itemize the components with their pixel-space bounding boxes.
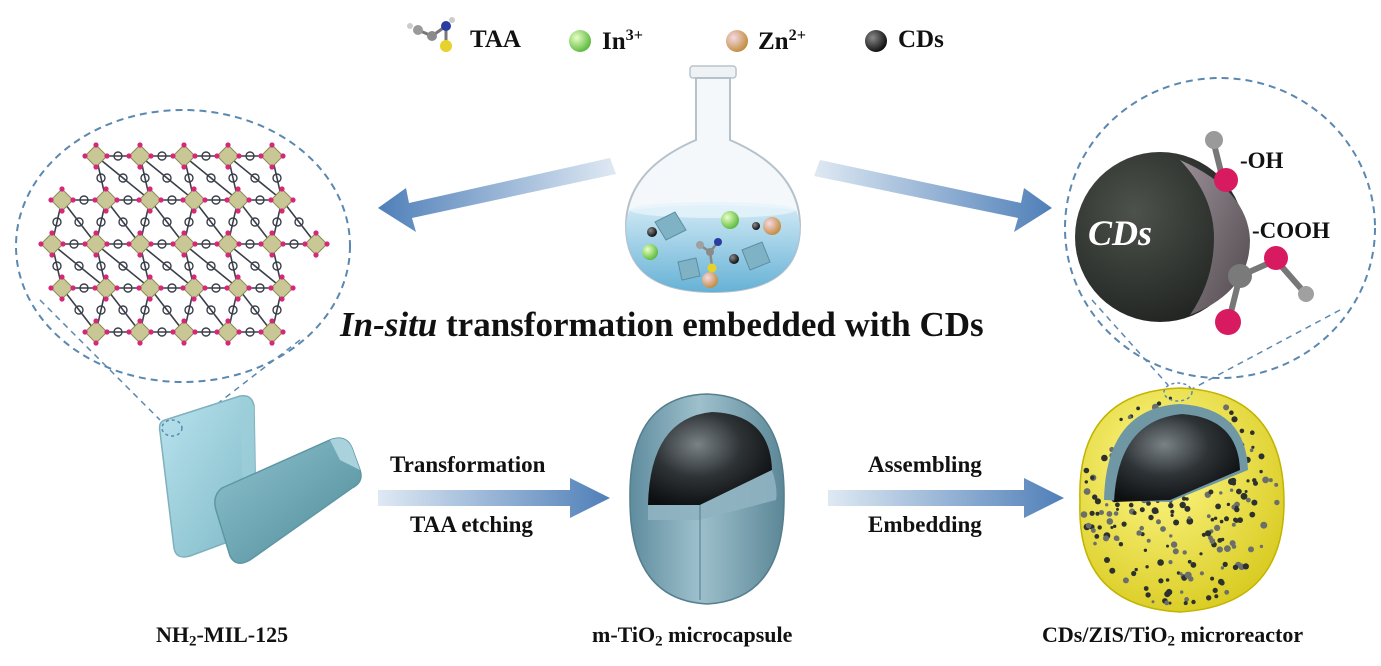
legend-zn-label: Zn2+ bbox=[758, 26, 806, 55]
zn-ion-sphere-icon bbox=[726, 30, 748, 52]
carboxyl-group-icon bbox=[1215, 246, 1314, 335]
arrow-to-mil bbox=[378, 158, 616, 232]
legend-in-label: In3+ bbox=[602, 26, 644, 55]
in-ion-sphere-icon bbox=[569, 30, 591, 52]
transformation-label: Transformation bbox=[390, 452, 546, 477]
cooh-label: -COOH bbox=[1252, 218, 1330, 243]
embedding-label: Embedding bbox=[868, 512, 982, 537]
hydroxyl-group-icon bbox=[1205, 131, 1238, 192]
taa-molecule-icon bbox=[407, 17, 455, 52]
nh2-mil-125-caption: NH2-MIL-125 bbox=[156, 622, 289, 650]
m-tio2-microcapsule bbox=[629, 393, 785, 605]
cds-zis-tio2-microreactor bbox=[1079, 382, 1285, 613]
mof-structure-zoom bbox=[15, 109, 351, 429]
nh2-mil-125-crystals bbox=[158, 394, 362, 564]
cd-surface-zoom bbox=[1064, 77, 1376, 391]
oh-label: -OH bbox=[1240, 148, 1284, 173]
m-tio2-caption: m-TiO2 microcapsule bbox=[592, 622, 793, 650]
diagram-title: In-situ transformation embedded with CDs bbox=[340, 305, 984, 344]
reaction-flask-icon bbox=[624, 65, 802, 294]
assembling-label: Assembling bbox=[868, 452, 982, 477]
arrow-assembling bbox=[828, 478, 1064, 518]
arrow-to-cd bbox=[814, 160, 1052, 232]
cd-label: CDs bbox=[1088, 213, 1153, 253]
legend-taa-label: TAA bbox=[470, 26, 521, 53]
arrow-transformation bbox=[378, 478, 610, 518]
legend-cds-label: CDs bbox=[898, 26, 944, 53]
microreactor-caption: CDs/ZIS/TiO2 microreactor bbox=[1042, 622, 1304, 650]
cd-sphere-icon bbox=[865, 30, 887, 52]
taa-etching-label: TAA etching bbox=[410, 512, 533, 537]
